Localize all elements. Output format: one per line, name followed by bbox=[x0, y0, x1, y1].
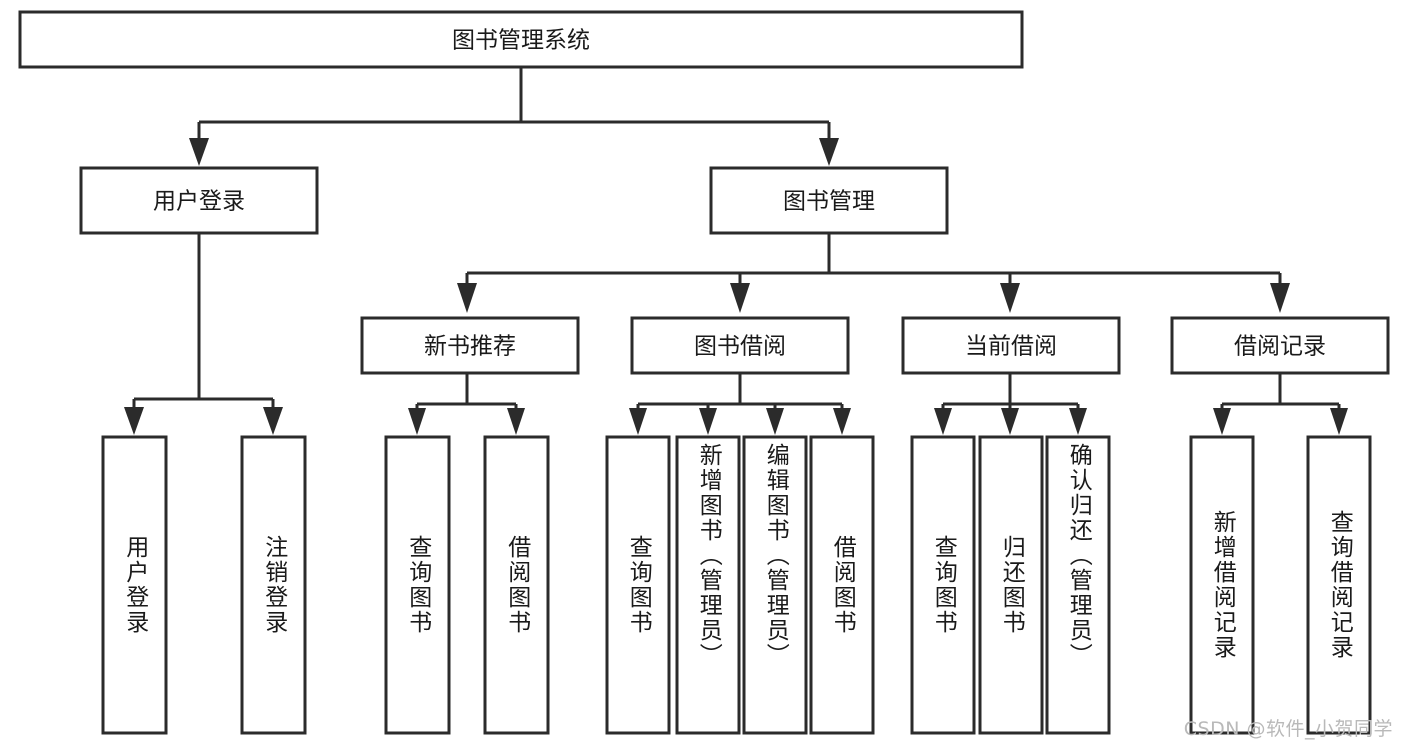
arrow-to-leaf-query-book-3 bbox=[934, 408, 952, 435]
node-book-manage-label: 图书管理 bbox=[783, 189, 875, 215]
node-user-login-box[interactable] bbox=[79, 166, 319, 235]
leaf-box-query-book-2[interactable] bbox=[605, 435, 671, 735]
leaf-box-borrow-book-2[interactable] bbox=[809, 435, 875, 735]
arrow-to-leaf-query-record bbox=[1330, 408, 1348, 435]
leaf-box-edit-book[interactable] bbox=[742, 435, 808, 735]
arrow-to-new-book-rec bbox=[457, 283, 477, 313]
arrow-to-leaf-borrow-book-2 bbox=[833, 408, 851, 435]
leaf-box-add-record[interactable] bbox=[1189, 435, 1255, 735]
arrow-to-leaf-return-book bbox=[1001, 408, 1019, 435]
node-new-book-rec[interactable]: 新书推荐 bbox=[360, 316, 580, 375]
node-current-borrow-box[interactable] bbox=[901, 316, 1121, 375]
node-root[interactable]: 图书管理系统 bbox=[18, 10, 1024, 69]
arrow-to-current-borrow bbox=[1000, 283, 1020, 313]
connector-group-book-borrow bbox=[629, 373, 851, 435]
leaf-box-user-login[interactable] bbox=[101, 435, 168, 735]
arrow-to-leaf-query-book-1 bbox=[408, 408, 426, 435]
leaf-box-borrow-book-1[interactable] bbox=[483, 435, 550, 735]
connector-group-new-book-rec bbox=[408, 373, 525, 435]
leaf-box-return-book[interactable] bbox=[978, 435, 1044, 735]
connector-group-borrow-record bbox=[1213, 373, 1348, 435]
node-new-book-rec-box[interactable] bbox=[360, 316, 580, 375]
arrow-to-borrow-record bbox=[1270, 283, 1290, 313]
connector-group-user-login bbox=[124, 233, 283, 435]
leaf-box-query-book-3[interactable] bbox=[910, 435, 976, 735]
leaf-box-user-logout[interactable] bbox=[240, 435, 307, 735]
leaf-box-query-book-1[interactable] bbox=[384, 435, 451, 735]
arrow-to-leaf-query-book-2 bbox=[629, 408, 647, 435]
node-book-borrow-box[interactable] bbox=[630, 316, 850, 375]
csdn-watermark: CSDN @软件_小贺同学 bbox=[1183, 718, 1393, 740]
arrow-to-user-login bbox=[189, 138, 209, 166]
node-current-borrow[interactable]: 当前借阅 bbox=[901, 316, 1121, 375]
node-root-box[interactable] bbox=[18, 10, 1024, 69]
arrow-to-book-borrow bbox=[730, 283, 750, 313]
arrow-to-book-manage bbox=[819, 138, 839, 166]
arrow-to-leaf-add-book bbox=[699, 408, 717, 435]
node-borrow-record-label: 借阅记录 bbox=[1234, 334, 1326, 360]
node-user-login-label: 用户登录 bbox=[153, 189, 245, 215]
leaf-box-query-record[interactable] bbox=[1306, 435, 1372, 735]
node-borrow-record[interactable]: 借阅记录 bbox=[1170, 316, 1390, 375]
arrow-to-leaf-borrow-book-1 bbox=[507, 408, 525, 435]
node-book-manage-box[interactable] bbox=[709, 166, 949, 235]
node-user-login[interactable]: 用户登录 bbox=[79, 166, 319, 235]
arrow-to-leaf-user-logout bbox=[263, 407, 283, 435]
arrow-to-leaf-add-record bbox=[1213, 408, 1231, 435]
node-new-book-rec-label: 新书推荐 bbox=[424, 334, 516, 360]
node-root-label: 图书管理系统 bbox=[452, 28, 590, 54]
leaf-box-add-book[interactable] bbox=[675, 435, 741, 735]
node-book-borrow[interactable]: 图书借阅 bbox=[630, 316, 850, 375]
connector-group-book-manage bbox=[457, 233, 1290, 313]
leaf-box-confirm-return[interactable] bbox=[1045, 435, 1111, 735]
arrow-to-leaf-user-login bbox=[124, 407, 144, 435]
node-book-manage[interactable]: 图书管理 bbox=[709, 166, 949, 235]
connector-group-current-borrow bbox=[934, 373, 1087, 435]
node-book-borrow-label: 图书借阅 bbox=[694, 334, 786, 360]
connector-group-root bbox=[189, 66, 839, 166]
arrow-to-leaf-edit-book bbox=[766, 408, 784, 435]
arrow-to-leaf-confirm-return bbox=[1069, 408, 1087, 435]
node-current-borrow-label: 当前借阅 bbox=[965, 334, 1057, 360]
node-borrow-record-box[interactable] bbox=[1170, 316, 1390, 375]
